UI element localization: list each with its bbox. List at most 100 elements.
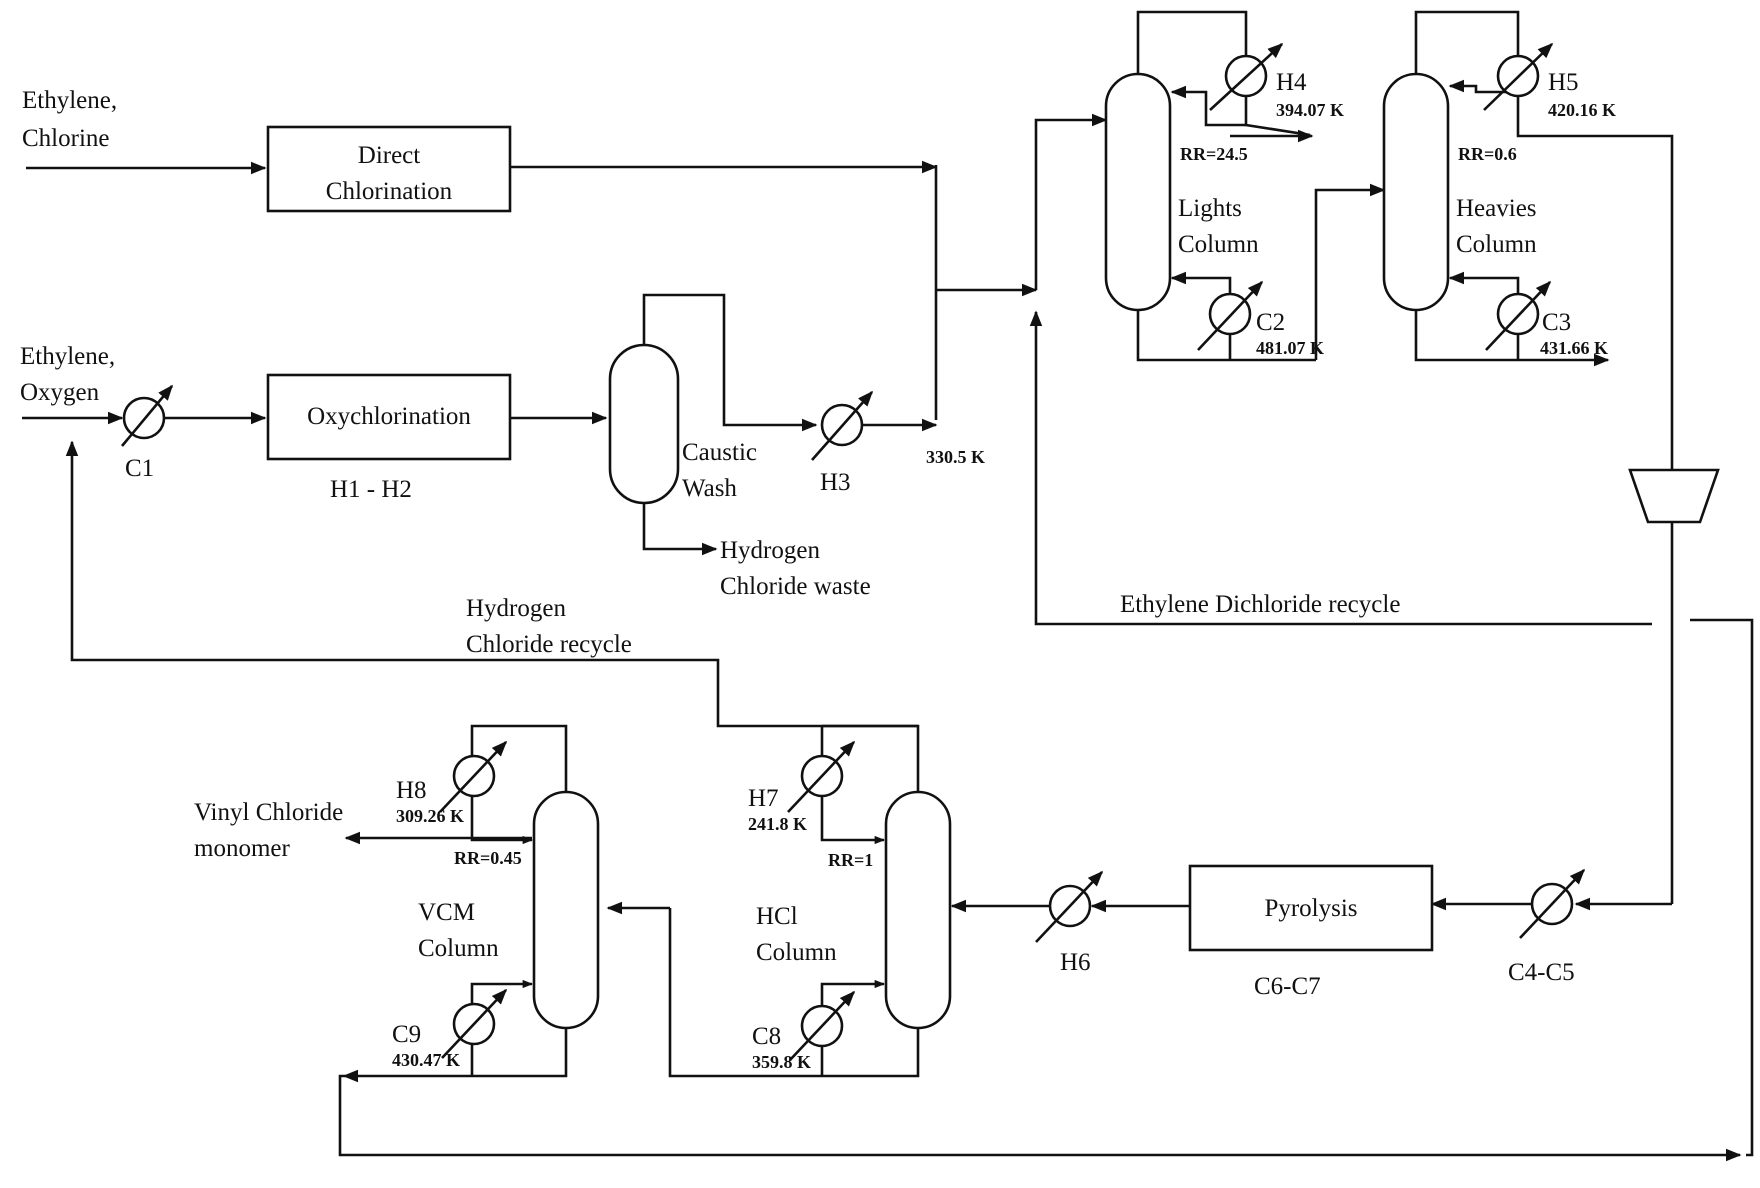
vcm-column-vessel [532, 790, 600, 1030]
c2-label: C2 [1256, 309, 1285, 336]
h7-temperature: 241.8 K [748, 814, 807, 834]
product-label-line2: monomer [194, 835, 290, 862]
bottom-return-stream [338, 1074, 1742, 1162]
h4-label: H4 [1276, 69, 1307, 96]
hcl-column-vessel [884, 790, 952, 1030]
h4-temperature: 394.07 K [1276, 100, 1344, 120]
hcl-recycle-label-line1: Hydrogen [466, 595, 566, 622]
direct-chlorination-label-line1: Direct [358, 142, 421, 169]
oxychlorination-box [266, 373, 512, 461]
heavies-reflux-ratio: RR=0.6 [1458, 144, 1517, 164]
exchanger-h4: H4 394.07 K [1209, 42, 1344, 120]
h7-label: H7 [748, 785, 779, 812]
oxychlorination-hx-label: H1 - H2 [330, 476, 412, 503]
c1-diagonal-arrow [121, 384, 173, 447]
exchanger-c2: C2 481.07 K [1197, 280, 1324, 358]
c8-diagonal-arrow [789, 990, 856, 1061]
h4-diagonal-arrow [1209, 42, 1284, 111]
h8-label: H8 [396, 777, 427, 804]
hcl-column-label-line2: Column [756, 939, 837, 966]
exchanger-c1: C1 [121, 384, 173, 482]
edc-bypass-line [1690, 618, 1754, 1157]
c9-label: C9 [392, 1021, 421, 1048]
vcm-overhead-reflux [470, 724, 568, 845]
c2-diagonal-arrow [1197, 280, 1264, 351]
lights-feed-stream [1034, 113, 1108, 290]
mix-temperature: 330.5 K [926, 447, 985, 467]
pyrolysis-unit: Pyrolysis C6-C7 [1188, 864, 1434, 1000]
oxychlorination-unit: Oxychlorination H1 - H2 [266, 373, 512, 503]
heavies-column-vessel [1382, 72, 1450, 312]
exchanger-c3: C3 431.66 K [1485, 280, 1608, 358]
lights-column-label-line1: Lights [1178, 195, 1242, 222]
h8-diagonal-arrow [439, 740, 508, 813]
caustic-wash-vessel [608, 343, 680, 505]
h5-label: H5 [1548, 69, 1579, 96]
direct-chlorination-box [266, 125, 512, 213]
exchanger-c4c5: C4-C5 [1508, 868, 1586, 986]
c8-temperature: 359.8 K [752, 1052, 811, 1072]
c3-label: C3 [1542, 309, 1571, 336]
c8-label: C8 [752, 1023, 781, 1050]
h5-diagonal-arrow [1483, 42, 1554, 111]
exchanger-h6: H6 [1035, 870, 1104, 976]
heavies-column-unit: Heavies Column [1382, 72, 1537, 312]
lights-column-label-line2: Column [1178, 231, 1259, 258]
lights-reflux-stream [1170, 85, 1246, 127]
feed1-label-line2: Chlorine [22, 125, 110, 152]
feed-ethylene-chlorine: Ethylene, Chlorine [22, 87, 267, 175]
exchanger-h7: H7 241.8 K [748, 740, 856, 834]
feed-ethylene-oxygen: Ethylene, Oxygen [20, 343, 124, 425]
pyrolysis-box [1188, 864, 1434, 952]
c1-label: C1 [125, 455, 154, 482]
heavies-feed-stream [1314, 183, 1386, 360]
feed2-label-line2: Oxygen [20, 379, 100, 406]
heavies-column-label-line2: Column [1456, 231, 1537, 258]
hcl-recycle-label-line2: Chloride recycle [466, 631, 632, 658]
edc-recycle-stream [1029, 310, 1652, 626]
hcl-recycle-stream [65, 440, 918, 728]
c9-temperature: 430.47 K [392, 1050, 460, 1070]
heavies-column-label-line1: Heavies [1456, 195, 1537, 222]
exchanger-c9: C9 430.47 K [392, 988, 508, 1070]
heavies-overhead-line [1414, 10, 1674, 470]
hcl-waste-label-line1: Hydrogen [720, 537, 820, 564]
exchanger-h5: H5 420.16 K [1483, 42, 1616, 120]
caustic-wash-label-line1: Caustic [682, 439, 757, 466]
vcm-column-unit: VCM Column [418, 790, 600, 1030]
pyrolysis-hx-label: C6-C7 [1254, 973, 1321, 1000]
vcm-column-label-line2: Column [418, 935, 499, 962]
exchanger-c8: C8 359.8 K [752, 990, 856, 1072]
product-label-line1: Vinyl Chloride [194, 799, 343, 826]
h6-label: H6 [1060, 949, 1091, 976]
vcm-reboil-stream [470, 979, 534, 1076]
c4c5-diagonal-arrow [1519, 868, 1586, 939]
lights-column-unit: Lights Column [1104, 72, 1259, 312]
lights-overhead-loop [1136, 10, 1311, 137]
c3-diagonal-arrow [1485, 280, 1552, 351]
caustic-wash-label-line2: Wash [682, 475, 737, 502]
vcm-column-label-line1: VCM [418, 899, 475, 926]
hcl-waste-label-line2: Chloride waste [720, 573, 871, 600]
heavies-bottoms-stream [1414, 310, 1610, 367]
hcl-reflux-ratio: RR=1 [828, 850, 873, 870]
vcm-reflux-ratio: RR=0.45 [454, 848, 522, 868]
c9-diagonal-arrow [441, 988, 508, 1059]
pyrolysis-label: Pyrolysis [1264, 895, 1357, 922]
c2-temperature: 481.07 K [1256, 338, 1324, 358]
c3-temperature: 431.66 K [1540, 338, 1608, 358]
h3-label: H3 [820, 469, 851, 496]
exchanger-h3: H3 [811, 390, 874, 496]
hcl-waste-stream [642, 503, 718, 556]
direct-chlorination-unit: Direct Chlorination [266, 125, 512, 213]
feed1-label-line1: Ethylene, [22, 87, 117, 114]
direct-chlorination-label-line2: Chlorination [326, 178, 453, 205]
feed2-label-line1: Ethylene, [20, 343, 115, 370]
h8-temperature: 309.26 K [396, 806, 464, 826]
oxychlorination-label: Oxychlorination [307, 403, 471, 430]
hcl-column-unit: HCl Column [756, 790, 952, 1030]
h7-diagonal-arrow [787, 740, 856, 813]
heavies-reflux-stream [1448, 79, 1518, 94]
h3-diagonal-arrow [811, 390, 874, 461]
